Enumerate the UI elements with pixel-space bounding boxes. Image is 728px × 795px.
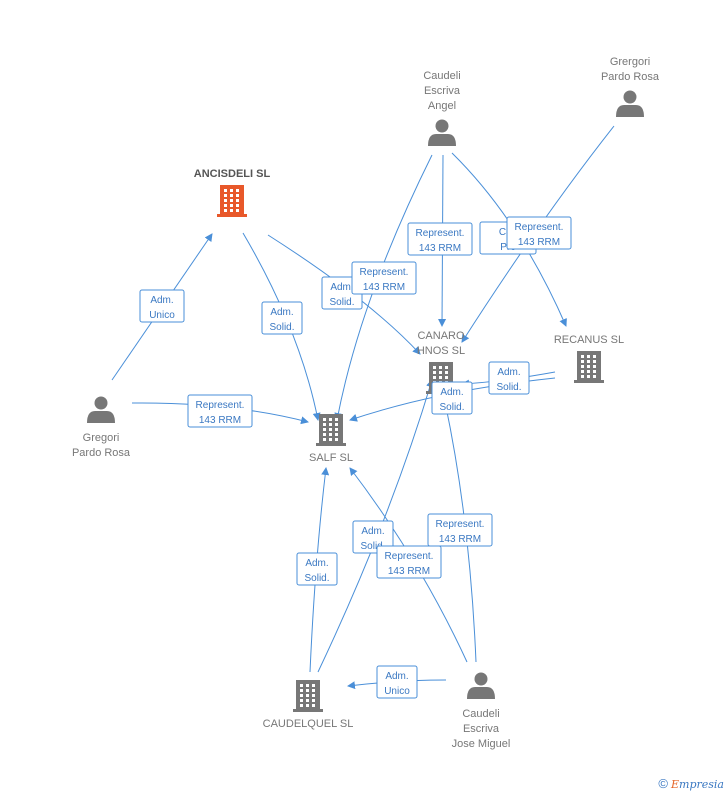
edge-label-box <box>488 361 530 395</box>
edge-label-box <box>376 665 418 699</box>
person-icon <box>467 672 495 699</box>
edge-label-text: 143 RRM <box>419 243 461 254</box>
edge-label-text: Solid. <box>304 573 329 584</box>
node-label: ANCISDELI SL <box>194 168 271 180</box>
building-icon <box>316 414 346 446</box>
copyright-symbol: © <box>658 776 668 791</box>
edge-label-text: Solid. <box>269 322 294 333</box>
node-label: Gregori <box>83 432 120 444</box>
node-caudelquel[interactable]: CAUDELQUEL SL <box>263 680 354 730</box>
node-label: Escriva <box>463 723 500 735</box>
edge-label-text: Solid. <box>439 402 464 413</box>
building-icon <box>293 680 323 712</box>
edge-label-text: 143 RRM <box>199 415 241 426</box>
edge-label[interactable]: Adm. Solid. <box>296 552 338 586</box>
edge-label-box <box>139 289 185 323</box>
edge-label[interactable]: Represent. 143 RRM <box>506 216 572 250</box>
edge-label-text: Solid. <box>360 541 385 552</box>
edge-label[interactable]: Represent. 143 RRM <box>187 394 253 428</box>
edge-label-text: Adm. <box>330 282 353 293</box>
edge-label[interactable]: Represent. 143 RRM <box>351 261 417 295</box>
node-label: RECANUS SL <box>554 334 624 346</box>
nodes-layer: ANCISDELI SLCaudeliEscrivaAngelGrergoriP… <box>72 56 660 750</box>
edge-label[interactable]: Adm. Solid. <box>488 361 530 395</box>
brand-name: mpresia <box>679 778 724 791</box>
edge-label-text: Represent. <box>385 551 434 562</box>
brand-initial: E <box>671 778 680 791</box>
edge-label[interactable]: Represent. 143 RRM <box>407 222 473 256</box>
edge-label-box <box>351 261 417 295</box>
person-icon <box>616 90 644 117</box>
edge-label[interactable]: Adm. Unico <box>376 665 418 699</box>
node-label: CAUDELQUEL SL <box>263 718 354 730</box>
node-label: Caudeli <box>462 708 499 720</box>
node-label: Caudeli <box>423 70 460 82</box>
node-label: CANARO <box>417 330 465 342</box>
edge-label[interactable]: Adm. Solid. <box>352 520 394 554</box>
edge-label-text: Represent. <box>515 222 564 233</box>
edge-label-text: Solid. <box>496 382 521 393</box>
node-salf[interactable]: SALF SL <box>309 414 353 464</box>
edge-label[interactable]: Represent. 143 RRM <box>376 545 442 579</box>
person-icon <box>428 119 456 146</box>
edge-label-text: Unico <box>384 686 410 697</box>
edge-label-text: Adm. <box>385 671 408 682</box>
node-label: Escriva <box>424 85 461 97</box>
edge-label-text: 143 RRM <box>518 237 560 248</box>
edge-label[interactable]: Adm. Solid. <box>261 301 303 335</box>
node-ancisdeli[interactable]: ANCISDELI SL <box>194 168 271 217</box>
footer-brand[interactable]: ©Empresia <box>658 776 724 791</box>
edge-label-box <box>407 222 473 256</box>
edge-label-box <box>506 216 572 250</box>
edge-label-text: Adm. <box>497 367 520 378</box>
node-label: Jose Miguel <box>452 738 511 750</box>
edge-label-box <box>376 545 442 579</box>
edge-label-text: Represent. <box>360 267 409 278</box>
edges-layer <box>111 125 615 690</box>
node-label: Pardo Rosa <box>601 71 660 83</box>
node-label: SALF SL <box>309 452 353 464</box>
edge-label-text: Represent. <box>436 519 485 530</box>
edge-label-text: Unico <box>149 310 175 321</box>
person-icon <box>87 396 115 423</box>
edge-label-text: Adm. <box>150 295 173 306</box>
edge-label-text: 143 RRM <box>439 534 481 545</box>
edge-label-text: Adm. <box>270 307 293 318</box>
edge-label[interactable]: Adm. Solid. <box>431 381 473 415</box>
edge-label-box <box>352 520 394 554</box>
edge-label-box <box>261 301 303 335</box>
node-label: Angel <box>428 100 456 112</box>
building-icon <box>217 185 247 217</box>
edge-label-text: Solid. <box>329 297 354 308</box>
edge-label-box <box>427 513 493 547</box>
edge-label-box <box>296 552 338 586</box>
edge-label-text: Adm. <box>305 558 328 569</box>
edge-label-text: Adm. <box>361 526 384 537</box>
node-label: HNOS SL <box>417 345 465 357</box>
edge-label-text: 143 RRM <box>363 282 405 293</box>
edge-label-box <box>431 381 473 415</box>
edge-label-text: Represent. <box>416 228 465 239</box>
building-icon <box>574 351 604 383</box>
node-recanus[interactable]: RECANUS SL <box>554 334 624 383</box>
node-label: Grergori <box>610 56 650 68</box>
node-label: Pardo Rosa <box>72 447 131 459</box>
edge-label-text: Represent. <box>196 400 245 411</box>
edge-label-text: Adm. <box>440 387 463 398</box>
edge-label[interactable]: Adm. Unico <box>139 289 185 323</box>
edge-label-box <box>187 394 253 428</box>
edge-label[interactable]: Represent. 143 RRM <box>427 513 493 547</box>
edge-label-text: 143 RRM <box>388 566 430 577</box>
